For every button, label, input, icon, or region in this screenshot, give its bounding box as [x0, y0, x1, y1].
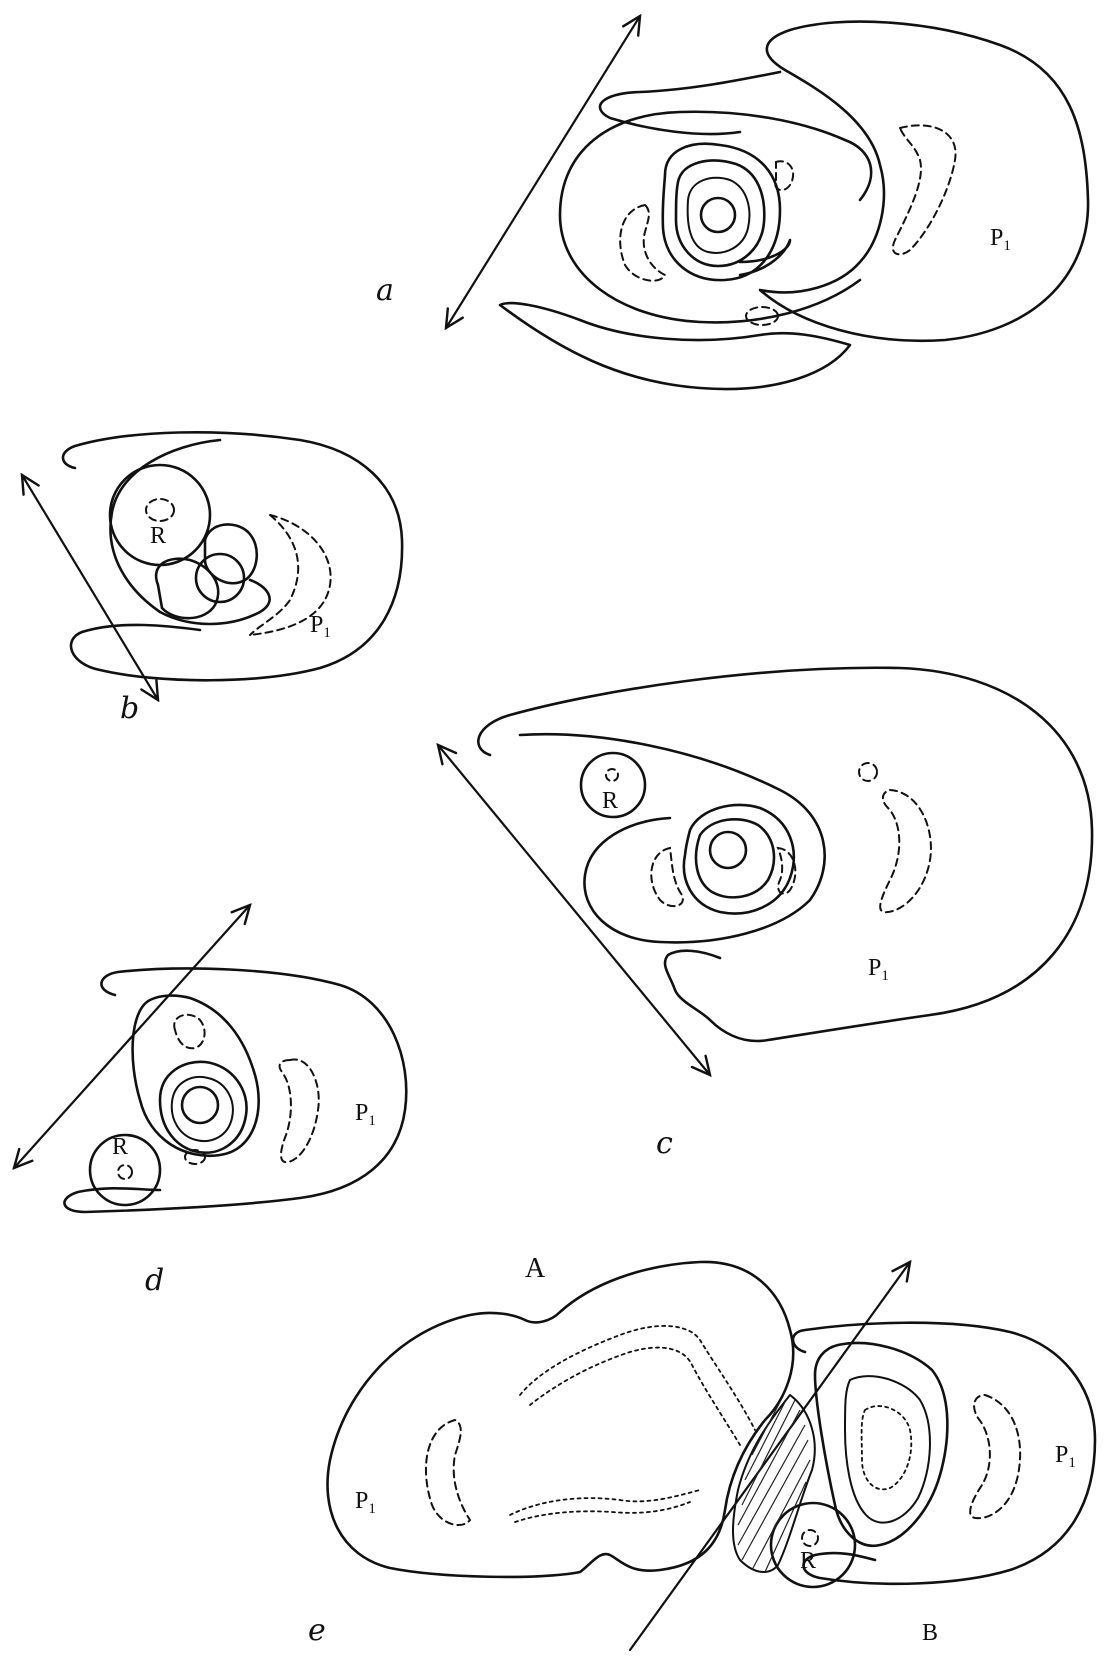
figure-c-outer-body	[478, 668, 1092, 1041]
figure-c-p1-label: P1	[868, 955, 889, 984]
figure-c-ring-mid	[696, 819, 774, 897]
figure-e-dot-core-b	[862, 1406, 912, 1489]
figure-e-r-circle	[771, 1503, 855, 1587]
figure-b-inner-loop	[110, 440, 269, 624]
figure-a-p1-label: P1	[990, 225, 1011, 254]
figure-e-r-label: R	[800, 1548, 816, 1574]
figure-c-inner-loop	[520, 734, 825, 942]
figure-a-dash-right	[893, 125, 956, 254]
figure-e-dot-lower-band	[510, 1490, 700, 1522]
figure-d-label: d	[145, 1263, 164, 1298]
figure-c: c R P1	[438, 668, 1092, 1161]
figure-c-dash-small	[859, 763, 877, 781]
figure-b: b R P1	[22, 432, 402, 726]
figure-d-r-label: R	[112, 1134, 128, 1160]
figure-d: d R P1	[14, 905, 406, 1298]
figure-a-axis-arrow	[446, 16, 640, 328]
figure-e-p1-left-label: P1	[355, 1488, 376, 1517]
figure-e-inner-loop-b	[815, 1343, 947, 1546]
figure-a-dash-small	[775, 161, 793, 190]
figure-a-outer-body	[760, 22, 1088, 341]
figure-a-dash-left	[620, 205, 665, 281]
figure-a-ring-inner	[688, 178, 750, 253]
figure-b-label: b	[120, 691, 139, 726]
figure-e-inner-ring-b	[845, 1376, 930, 1523]
figure-e-hatched-region	[733, 1395, 815, 1572]
figure-a-label: a	[376, 273, 394, 308]
figure-a-upper-lobe	[600, 72, 780, 134]
figure-a-core	[701, 198, 735, 232]
figure-e-a-label: A	[525, 1253, 546, 1284]
figure-e: e A B R P1 P1	[308, 1253, 1095, 1650]
figure-d-r-core	[118, 1165, 132, 1179]
figure-d-dash-upper	[174, 1015, 204, 1049]
figure-e-dash-right-crescent	[970, 1395, 1020, 1518]
figure-d-p1-label: P1	[355, 1100, 376, 1129]
figure-e-label: e	[308, 1613, 326, 1648]
figure-e-p1-right-label: P1	[1055, 1442, 1076, 1471]
figure-c-label: c	[656, 1126, 673, 1161]
figure-c-dash-left	[651, 848, 683, 906]
figure-b-lobe-lower	[156, 559, 218, 618]
figure-a: a P1	[376, 16, 1088, 389]
figure-c-dash-crescent	[880, 790, 931, 912]
figure-a-lower-band	[500, 303, 850, 389]
figure-e-r-core	[802, 1530, 818, 1546]
figure-b-core	[196, 554, 244, 602]
figure-b-r-core	[146, 499, 174, 521]
figure-a-ring-mid	[676, 161, 764, 266]
figure-e-dot-upper-band	[520, 1326, 755, 1445]
figure-b-r-label: R	[150, 523, 166, 549]
figure-e-b-label: B	[922, 1620, 938, 1646]
figure-c-r-label: R	[602, 788, 618, 814]
figure-e-axis-arrow	[630, 1262, 910, 1650]
figure-a-hook	[740, 240, 790, 275]
figure-b-p1-label: P1	[310, 612, 331, 641]
figure-b-r-circle	[110, 465, 210, 565]
figure-d-dash-crescent	[280, 1059, 319, 1162]
figure-c-r-core	[606, 769, 618, 781]
figure-c-core	[710, 832, 746, 868]
figure-c-axis-arrow	[438, 745, 710, 1075]
figure-d-core	[182, 1087, 218, 1123]
figure-d-outer-body	[64, 968, 406, 1212]
figure-e-dash-left-crescent	[426, 1420, 470, 1525]
